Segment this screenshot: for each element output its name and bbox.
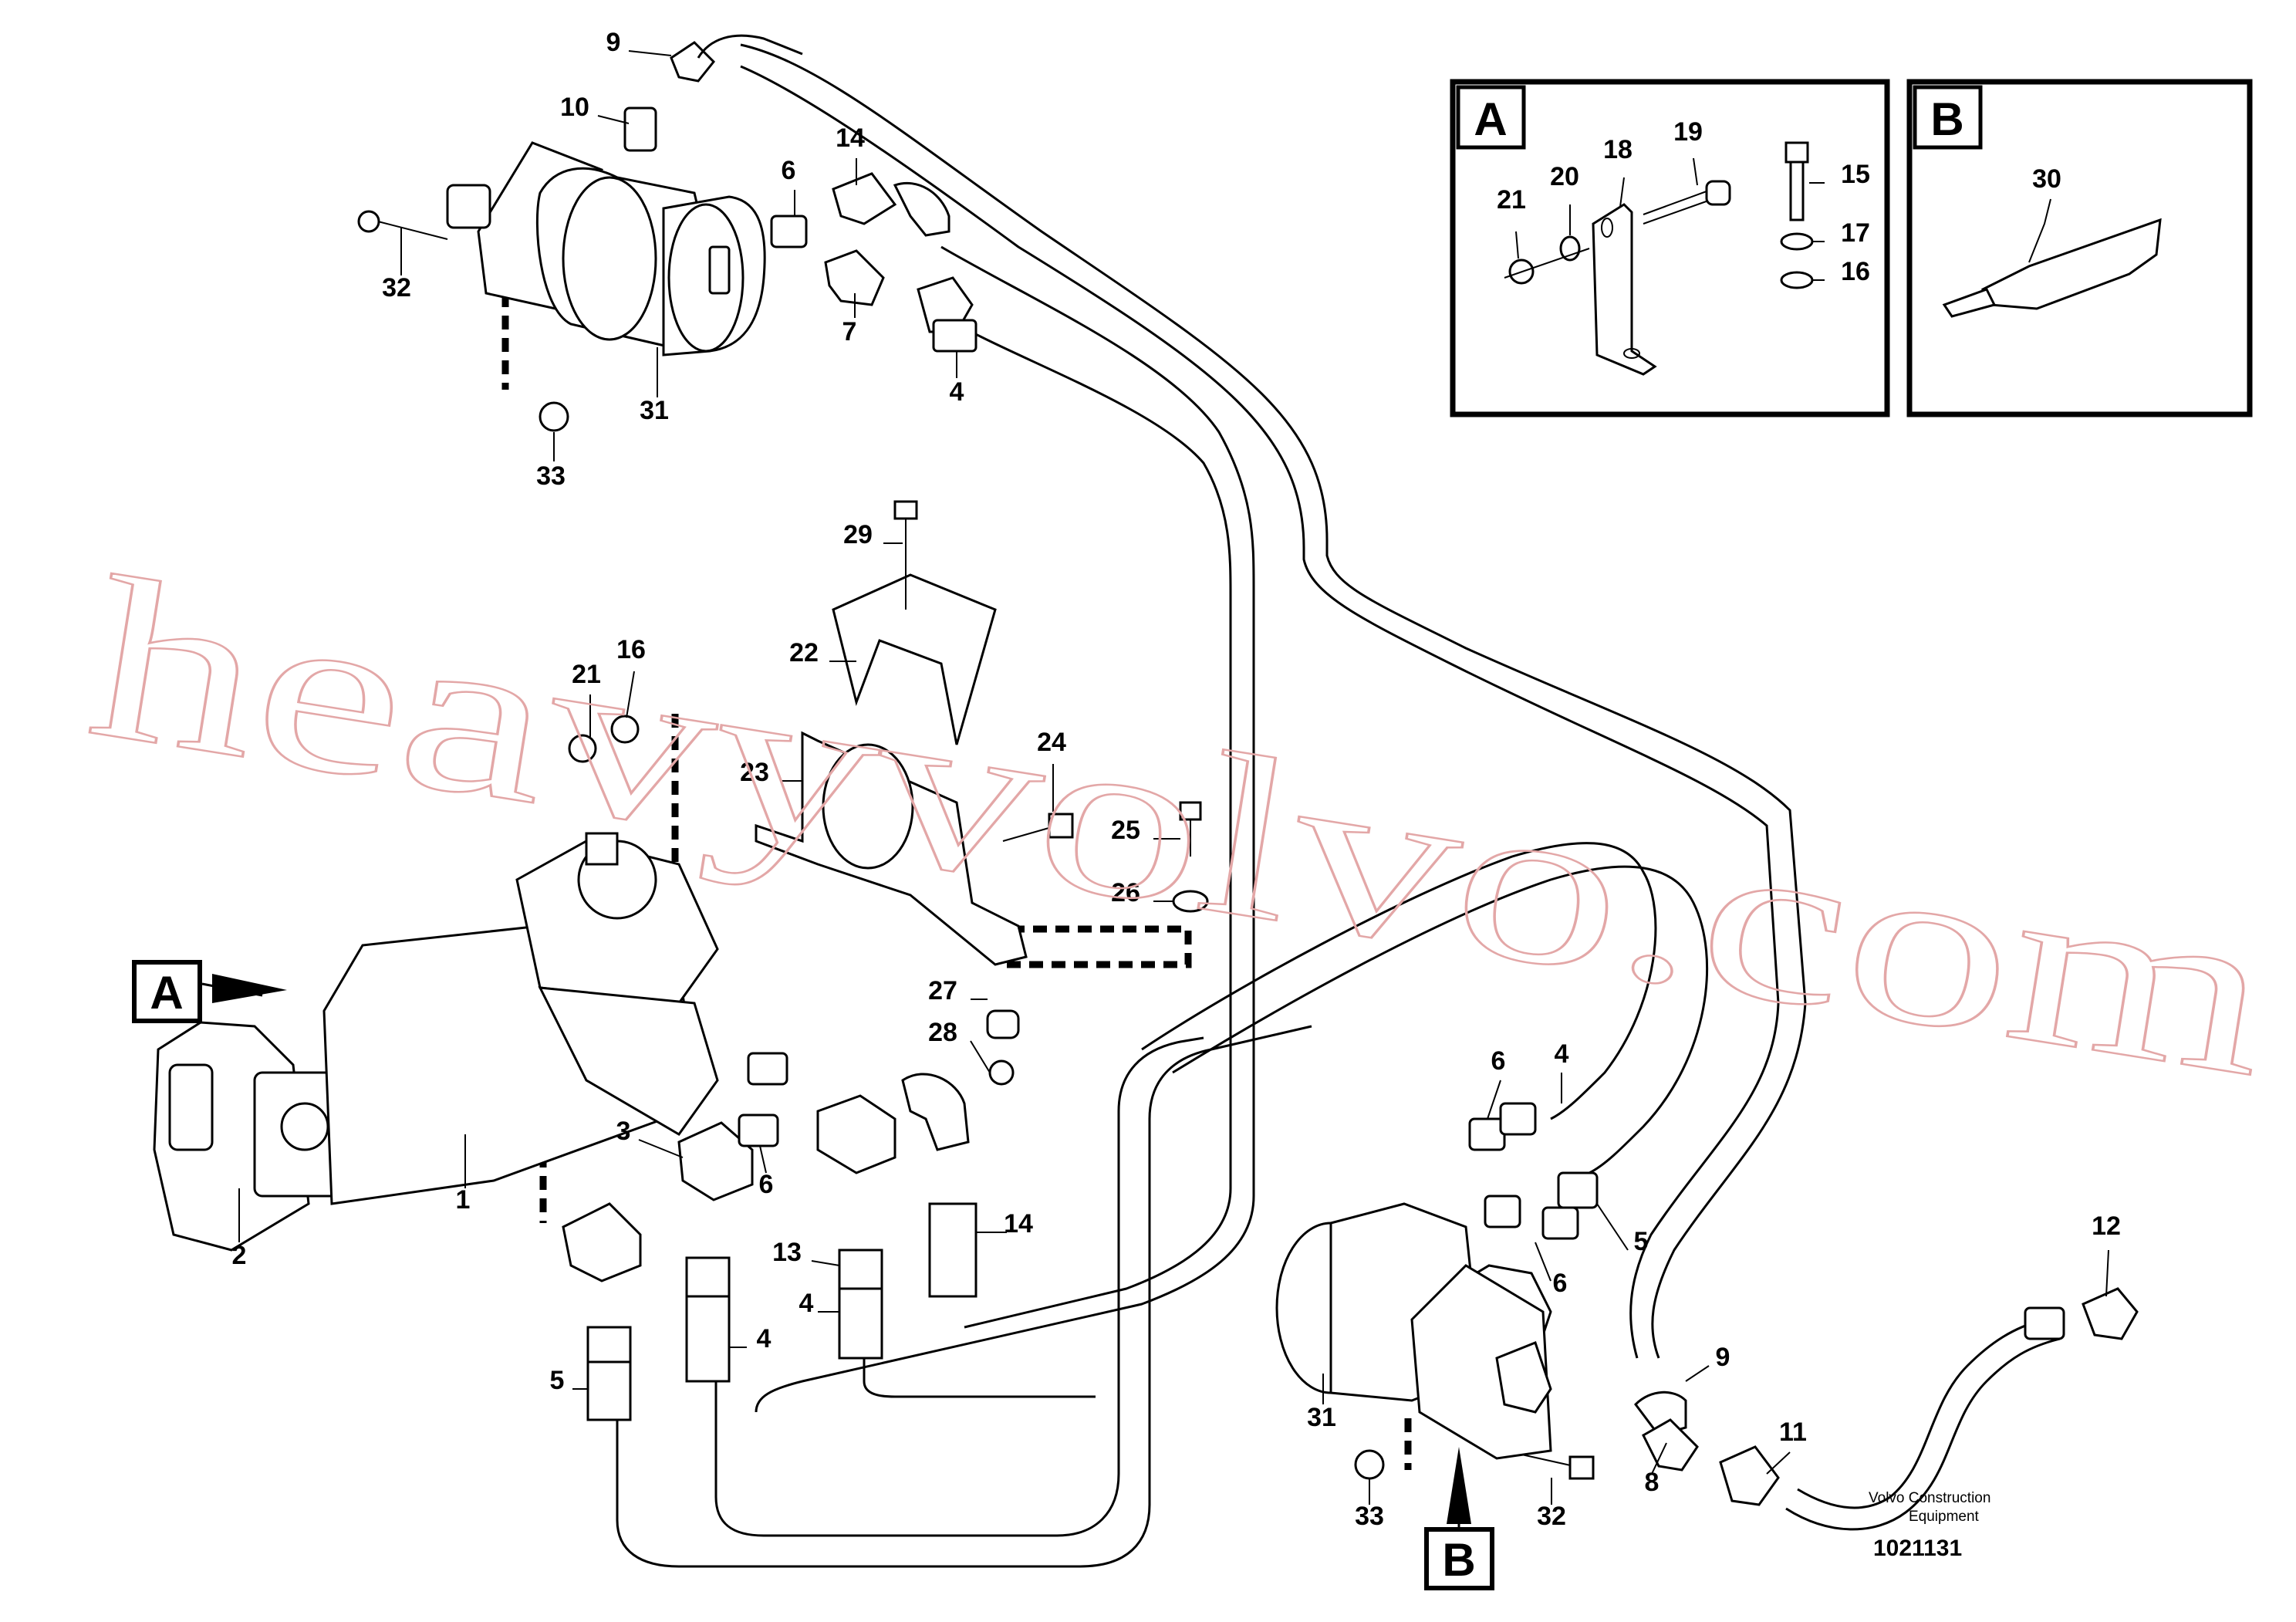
callout-c26: 26 xyxy=(1111,878,1140,907)
callout-c9b: 9 xyxy=(1716,1343,1730,1372)
callout-c30: 30 xyxy=(2032,164,2061,194)
callout-c32a: 32 xyxy=(382,273,411,302)
callout-c25: 25 xyxy=(1111,816,1140,845)
callout-c29: 29 xyxy=(843,520,873,549)
callout-c5b: 5 xyxy=(1634,1227,1649,1256)
callout-c21b: 21 xyxy=(1497,185,1526,215)
view-marker-b: B xyxy=(1424,1447,1494,1590)
callout-c15: 15 xyxy=(1841,160,1870,189)
callout-c13: 13 xyxy=(772,1238,802,1267)
view-marker-a-letter: A xyxy=(150,967,183,1019)
detail-box-b-letter: B xyxy=(1930,93,1963,145)
callout-c16b: 16 xyxy=(1841,257,1870,286)
detail-box-b: B xyxy=(1906,79,2253,417)
callout-c8: 8 xyxy=(1645,1468,1660,1497)
drawing-number: 1021131 xyxy=(1873,1536,1962,1561)
callout-c17: 17 xyxy=(1841,218,1870,248)
bracket-22 xyxy=(832,573,997,745)
callout-c4b: 4 xyxy=(799,1289,814,1318)
callout-c12: 12 xyxy=(2092,1211,2121,1241)
company-department: Equipment xyxy=(1909,1509,1980,1525)
callout-c7: 7 xyxy=(842,317,857,346)
callout-c5a: 5 xyxy=(550,1366,565,1395)
callout-c6b: 6 xyxy=(759,1170,774,1199)
callout-c6a: 6 xyxy=(782,156,796,185)
top-fittings xyxy=(623,34,977,353)
detail-box-a: A xyxy=(1450,79,1890,417)
main-pump-assembly xyxy=(153,832,719,1252)
callout-c18: 18 xyxy=(1603,135,1633,164)
view-marker-b-letter: B xyxy=(1442,1534,1475,1586)
top-hydraulic-motor xyxy=(446,141,766,357)
hose-lines xyxy=(616,43,2061,1568)
callout-c9: 9 xyxy=(606,28,621,57)
detail-box-a-letter: A xyxy=(1474,93,1507,145)
callout-c20: 20 xyxy=(1550,162,1579,191)
callout-c1: 1 xyxy=(456,1185,471,1215)
callout-c21a: 21 xyxy=(572,660,601,689)
callout-c11: 11 xyxy=(1779,1418,1807,1447)
view-marker-a: A xyxy=(132,960,287,1023)
callout-c4c: 4 xyxy=(757,1324,772,1353)
callout-c10: 10 xyxy=(560,93,589,122)
callout-c22: 22 xyxy=(789,638,819,667)
callout-c24: 24 xyxy=(1037,728,1066,757)
lower-right-fittings xyxy=(1468,1102,2139,1506)
callout-c6d: 6 xyxy=(1553,1269,1568,1298)
callout-c31a: 31 xyxy=(640,396,669,425)
callout-c14a: 14 xyxy=(836,123,865,153)
callout-c32b: 32 xyxy=(1537,1502,1566,1531)
callout-c2: 2 xyxy=(232,1241,247,1270)
callout-c31b: 31 xyxy=(1307,1403,1336,1432)
callout-c33a: 33 xyxy=(536,461,566,491)
pump-fittings xyxy=(562,1052,977,1421)
bracket-23 xyxy=(755,731,1028,966)
callout-c16a: 16 xyxy=(616,635,646,664)
lower-hydraulic-motor xyxy=(1275,1202,1552,1460)
callout-c28: 28 xyxy=(928,1018,957,1047)
callout-c3: 3 xyxy=(616,1117,631,1146)
callout-c6c: 6 xyxy=(1491,1046,1506,1076)
callout-c19: 19 xyxy=(1673,117,1703,147)
callout-c14b: 14 xyxy=(1004,1209,1033,1238)
callout-c23: 23 xyxy=(740,758,769,787)
callout-c27: 27 xyxy=(928,976,957,1005)
leader-lines xyxy=(238,50,2109,1505)
company-name: Volvo Construction xyxy=(1869,1490,1990,1506)
callout-c4d: 4 xyxy=(1555,1039,1569,1069)
callout-labels: 9101463274313329222116232425262728123613… xyxy=(232,28,2121,1531)
fasteners xyxy=(357,210,1595,1480)
callout-c33b: 33 xyxy=(1355,1502,1384,1531)
callout-c4a: 4 xyxy=(950,377,964,407)
